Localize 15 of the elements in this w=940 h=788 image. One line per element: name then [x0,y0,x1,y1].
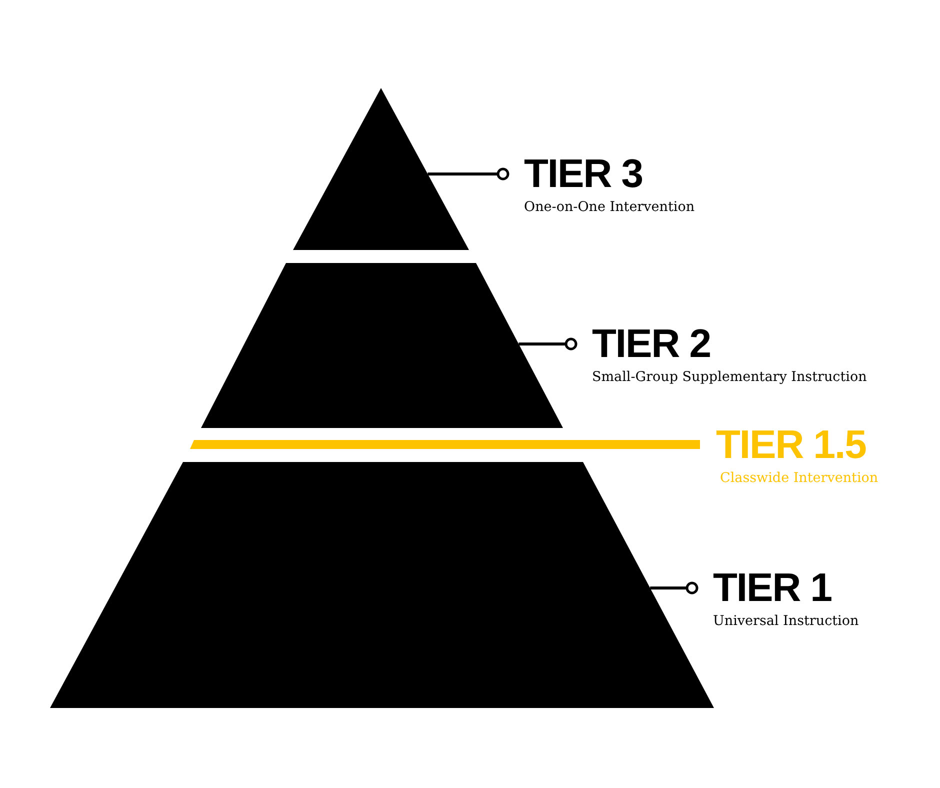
highlight-bar [190,440,700,449]
leader-line [650,582,698,594]
tier-description: Universal Instruction [713,612,859,630]
tier-description: Classwide Intervention [720,469,878,487]
pyramid-tier [50,462,714,708]
tier-title: TIER 2 [592,324,710,364]
tier-title: TIER 1.5 [716,425,866,465]
tier-description: One-on-One Intervention [524,198,695,216]
tier-title: TIER 3 [524,154,642,194]
leader-line [518,338,578,350]
leader-line [428,168,510,180]
pyramid-tier [293,88,469,250]
pyramid-tier [201,263,563,428]
tier-title: TIER 1 [713,568,832,608]
tier-description: Small-Group Supplementary Instruction [592,368,867,386]
